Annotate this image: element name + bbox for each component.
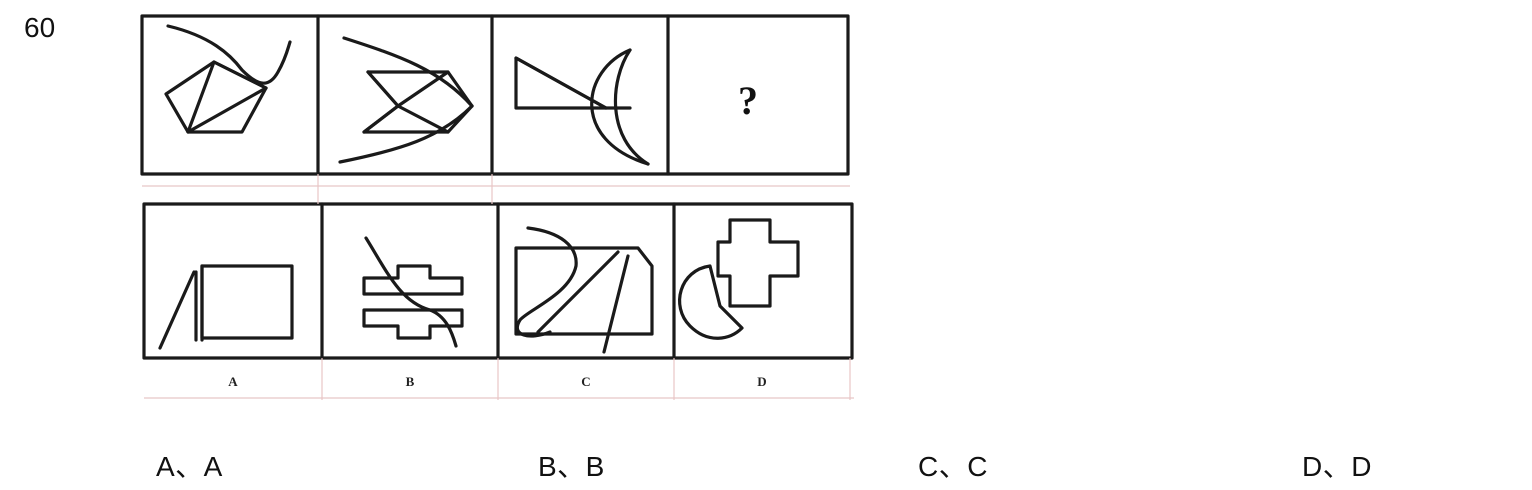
panel-caption-d: D <box>757 374 766 389</box>
puzzle-question-mark: ? <box>738 78 758 123</box>
puzzle-figure: ? A B C D <box>130 10 870 410</box>
option-d-figure <box>678 218 800 340</box>
option-b[interactable]: B、B <box>538 451 605 482</box>
option-b-figure <box>362 236 464 348</box>
option-d[interactable]: D、D <box>1302 451 1372 482</box>
top-panel-2-arrow <box>338 36 474 164</box>
top-panel-3-crescent <box>514 48 650 166</box>
panel-caption-c: C <box>581 374 590 389</box>
puzzle-figure-svg: ? A B C D <box>140 14 854 400</box>
panel-caption-b: B <box>406 374 415 389</box>
option-c-figure <box>514 226 654 354</box>
option-a[interactable]: A、A <box>156 451 223 482</box>
top-row-frame <box>140 14 850 176</box>
bottom-row-frame <box>142 202 854 360</box>
top-panel-1-pentagon <box>164 24 292 134</box>
question-number: 60 <box>24 12 56 43</box>
option-a-figure <box>158 264 294 350</box>
panel-caption-a: A <box>228 374 238 389</box>
option-c[interactable]: C、C <box>918 451 988 482</box>
